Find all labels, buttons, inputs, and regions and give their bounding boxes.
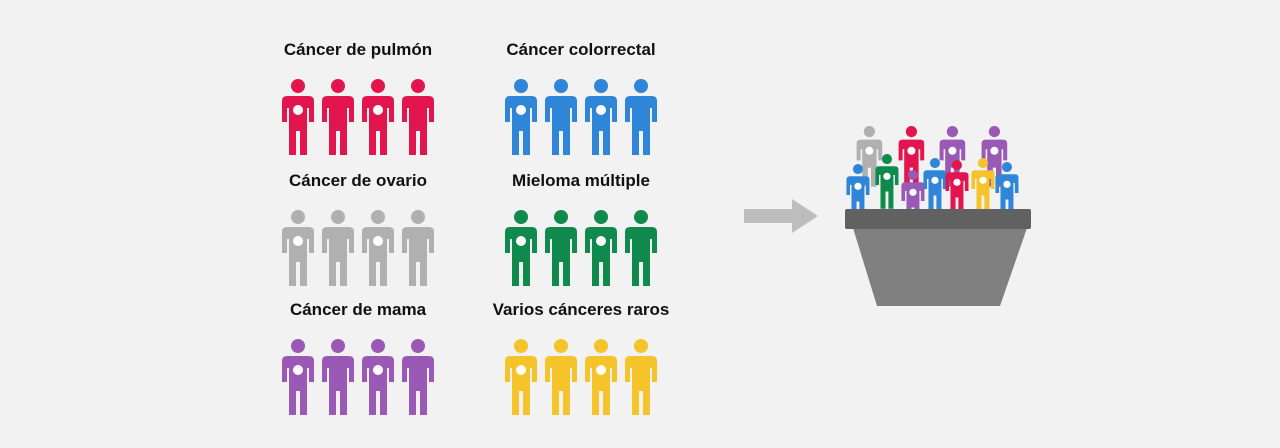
person-icon xyxy=(545,79,577,155)
group-title: Cáncer colorrectal xyxy=(506,40,656,59)
group-multiple-myeloma: Mieloma múltiple xyxy=(471,170,691,286)
person-icon xyxy=(402,79,434,155)
person-icon xyxy=(545,339,577,415)
person-icon xyxy=(402,339,434,415)
people-figures xyxy=(505,339,657,415)
group-title: Cáncer de mama xyxy=(289,300,427,319)
person-icon xyxy=(322,210,354,286)
people-row xyxy=(248,79,468,155)
people-row xyxy=(471,79,691,155)
group-title: Varios cánceres raros xyxy=(492,300,670,319)
basket-people xyxy=(846,126,1019,225)
person-icon xyxy=(625,210,657,286)
people-row xyxy=(471,339,691,415)
person-icon xyxy=(585,79,617,155)
person-icon xyxy=(282,210,314,286)
person-icon xyxy=(971,158,995,213)
people-figures xyxy=(282,79,434,155)
person-icon xyxy=(505,339,537,415)
person-icon xyxy=(995,162,1019,217)
arrow-right-icon xyxy=(744,199,818,233)
basket-body xyxy=(853,228,1027,306)
group-title: Cáncer de pulmón xyxy=(283,40,433,59)
person-icon xyxy=(402,210,434,286)
group-title: Mieloma múltiple xyxy=(512,171,650,190)
person-icon xyxy=(322,79,354,155)
person-icon xyxy=(322,339,354,415)
person-icon xyxy=(625,79,657,155)
person-icon xyxy=(585,339,617,415)
people-figures xyxy=(282,210,434,286)
people-figures xyxy=(282,339,434,415)
person-icon xyxy=(545,210,577,286)
people-figures xyxy=(505,79,657,155)
group-rare-cancers: Varios cánceres raros xyxy=(471,299,691,415)
person-icon xyxy=(923,158,947,213)
group-colorectal-cancer: Cáncer colorrectal xyxy=(471,39,691,155)
person-icon xyxy=(846,164,870,219)
person-icon xyxy=(505,79,537,155)
person-icon xyxy=(362,339,394,415)
person-icon xyxy=(362,79,394,155)
person-icon xyxy=(505,210,537,286)
person-icon xyxy=(282,339,314,415)
people-row xyxy=(248,339,468,415)
person-icon xyxy=(945,160,969,215)
people-row xyxy=(248,210,468,286)
group-ovarian-cancer: Cáncer de ovario xyxy=(248,170,468,286)
person-icon xyxy=(585,210,617,286)
group-title: Cáncer de ovario xyxy=(289,171,427,190)
group-lung-cancer: Cáncer de pulmón xyxy=(248,39,468,155)
people-row xyxy=(471,210,691,286)
basket-rim xyxy=(845,209,1031,229)
person-icon xyxy=(362,210,394,286)
people-figures xyxy=(505,210,657,286)
basket-icon xyxy=(845,126,1031,306)
group-breast-cancer: Cáncer de mama xyxy=(248,299,468,415)
person-icon xyxy=(875,154,899,209)
person-icon xyxy=(282,79,314,155)
person-icon xyxy=(625,339,657,415)
